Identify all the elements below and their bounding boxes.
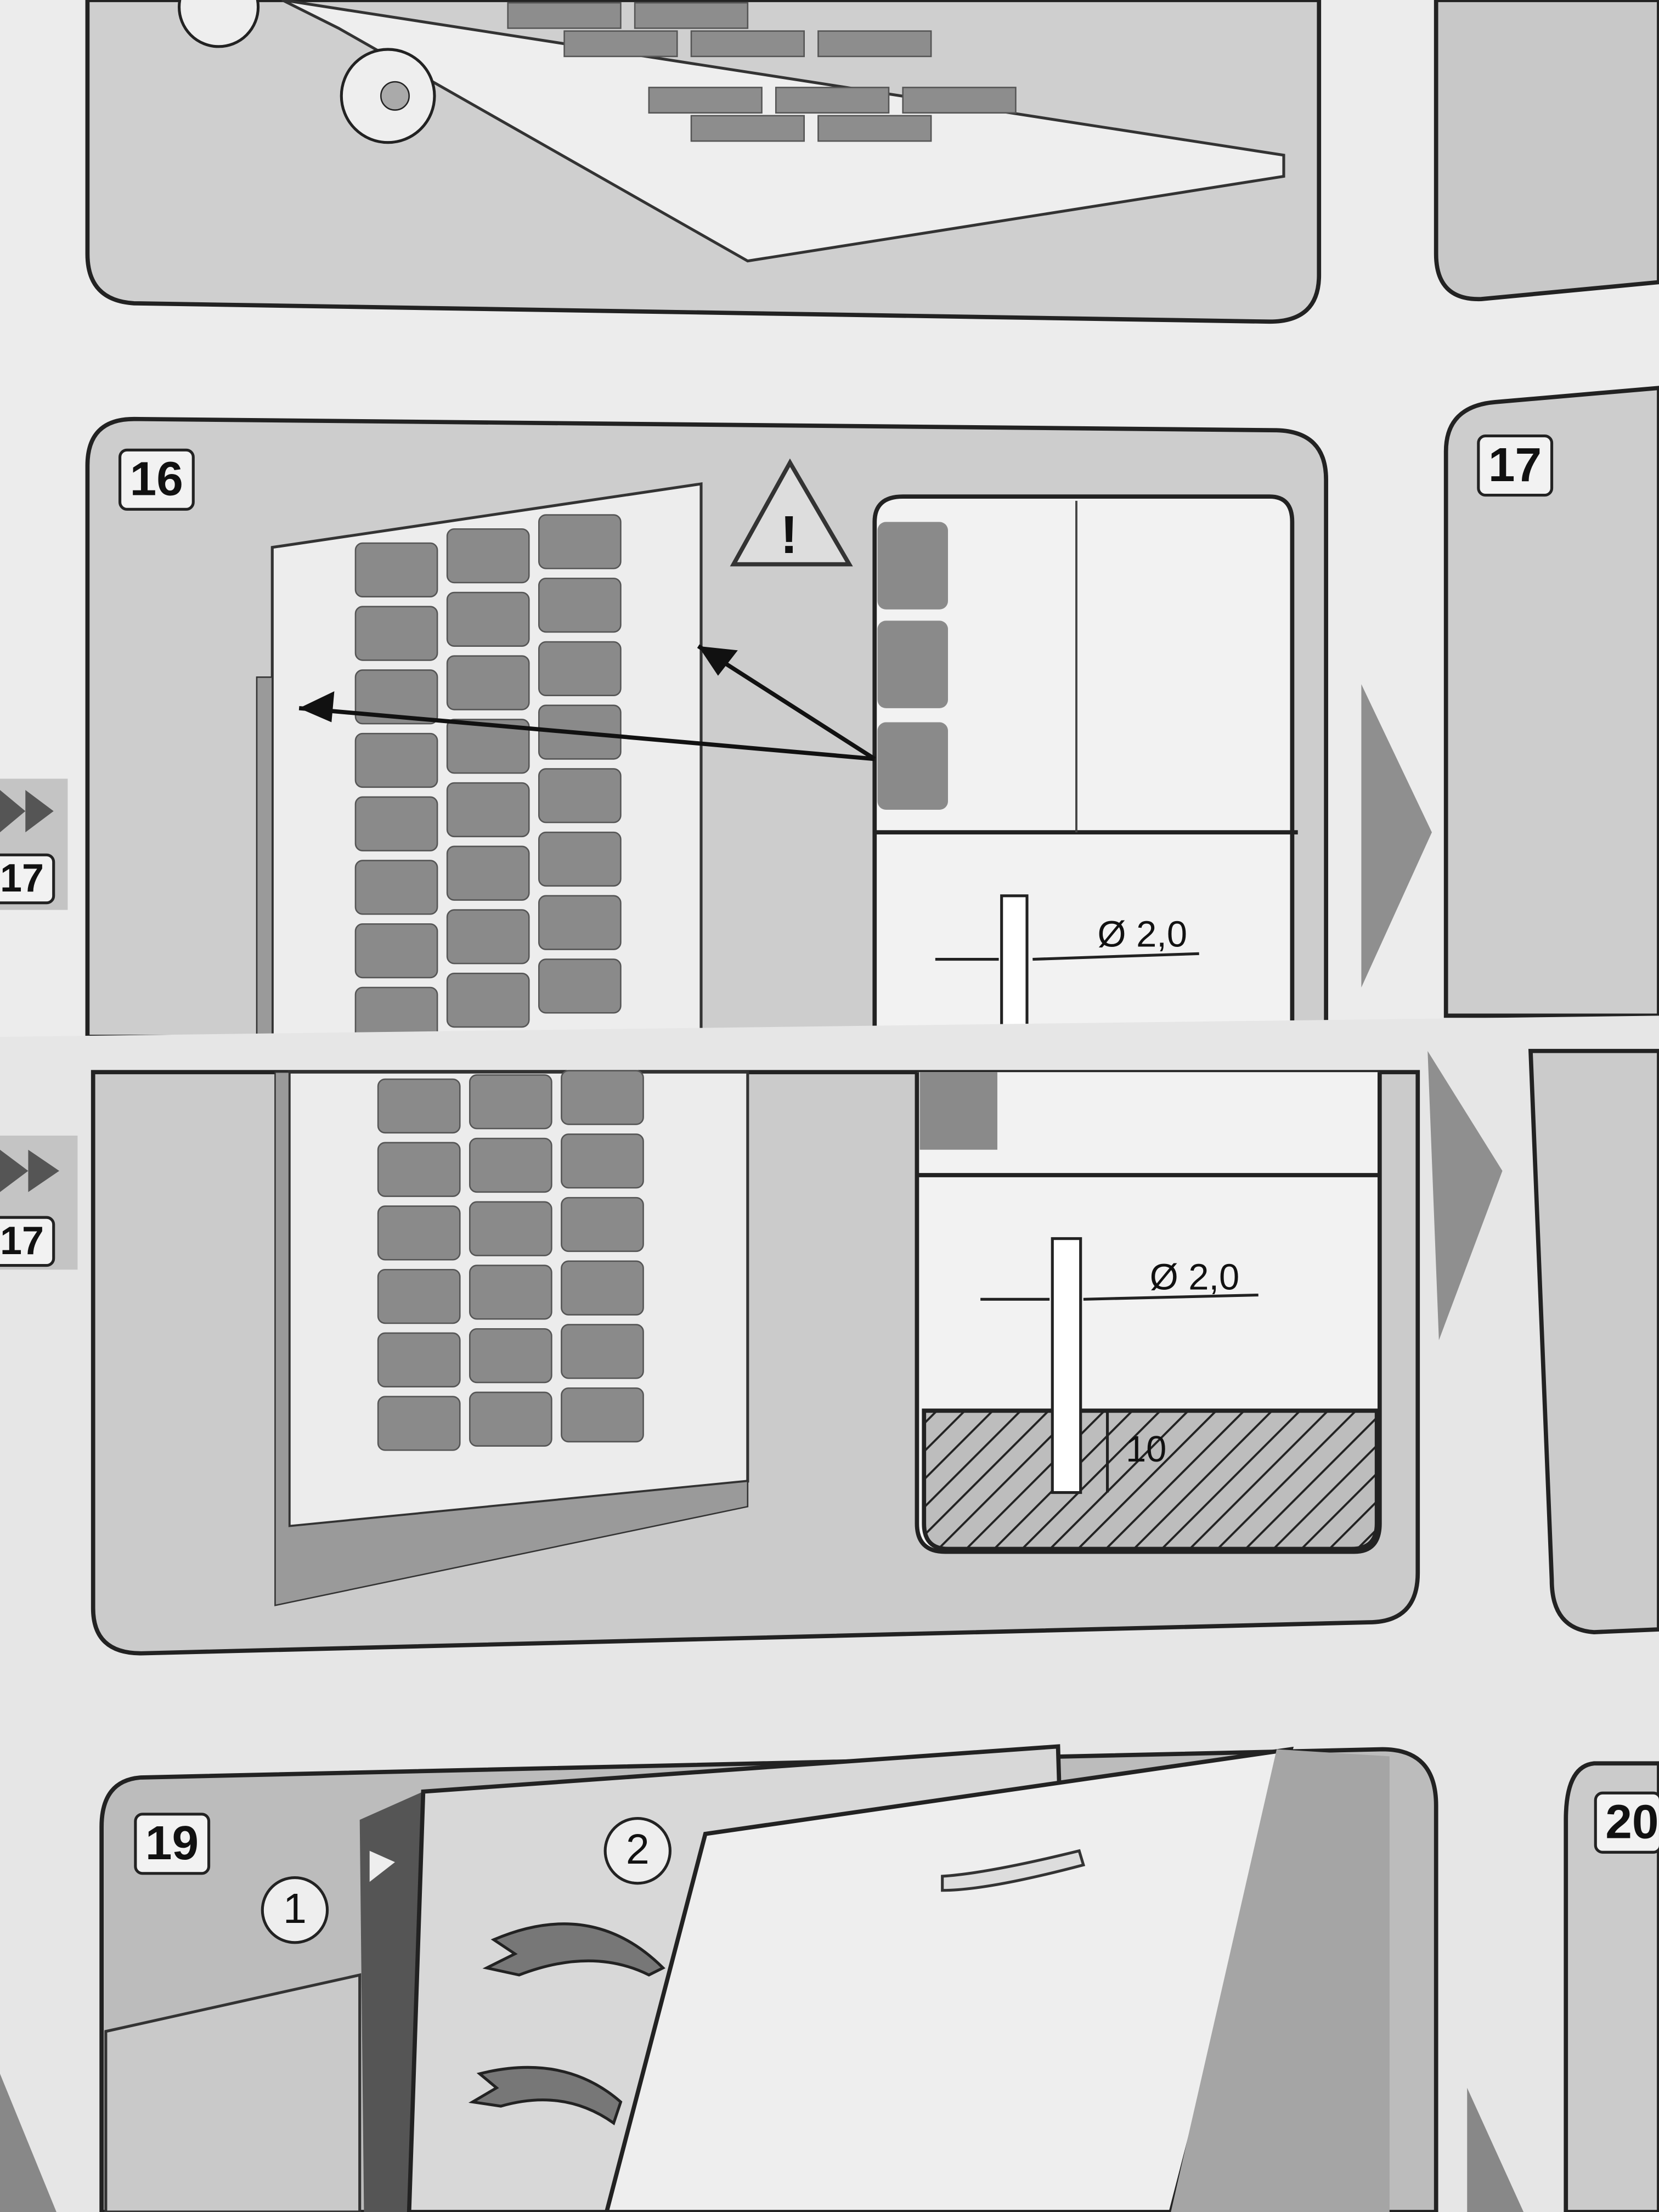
grid-cell [446,719,530,774]
grid-cell [354,542,438,597]
grid-cell [561,1133,644,1189]
grid-cell [446,845,530,901]
grid-cell [354,923,438,979]
drill-depth-label: 10 [1125,1427,1167,1470]
grid-cell [538,958,622,1014]
grid-cell [561,1197,644,1252]
grid-cell [469,1201,552,1256]
grid-cell [377,1332,461,1387]
grid-cell [377,1396,461,1451]
grid-cell [538,577,622,633]
grid-cell [377,1142,461,1197]
grid-cell [354,606,438,661]
grid-cell [377,1078,461,1134]
svg-text:!: ! [780,505,798,565]
grid-cell [538,641,622,696]
side-reference-17: 17 [0,853,55,905]
step-number-17: 17 [1477,434,1553,497]
drill-diameter-label: Ø 2,0 [1097,912,1188,955]
step-number-19: 19 [134,1813,210,1875]
grid-cell [538,831,622,887]
callout-2: 2 [603,1816,672,1885]
grid-cell [377,1268,461,1324]
grid-cell [469,1328,552,1384]
grid-cell [446,655,530,710]
step-number-20: 20 [1594,1791,1659,1854]
grid-cell [354,669,438,725]
grid-cell [446,591,530,647]
grid-cell [561,1070,644,1125]
grid-cell [354,796,438,851]
grid-cell [446,782,530,838]
warning-triangle-icon [730,458,853,567]
grid-cell [538,514,622,569]
grid-cell [354,732,438,788]
callout-1: 1 [261,1876,329,1944]
grid-cell [446,528,530,584]
grid-cell [446,909,530,964]
grid-cell [561,1260,644,1316]
grid-cell [354,860,438,915]
next-arrow-icon [1427,1051,1503,1340]
grid-cell [377,1205,461,1261]
double-chevron-icon [0,1149,59,1192]
grid-cell [469,1265,552,1320]
grid-cell [446,972,530,1028]
grid-cell [469,1391,552,1447]
grid-cell [469,1074,552,1130]
next-arrow-icon [1361,684,1432,988]
grid-cell [469,1137,552,1193]
step-number-16: 16 [118,448,195,511]
side-reference-17-lower: 17 [0,1216,55,1267]
grid-cell [538,895,622,950]
drill-diameter-label-lower: Ø 2,0 [1149,1255,1240,1298]
grid-cell [561,1324,644,1379]
double-chevron-icon [0,789,54,833]
grid-cell [538,768,622,823]
grid-cell [561,1387,644,1443]
